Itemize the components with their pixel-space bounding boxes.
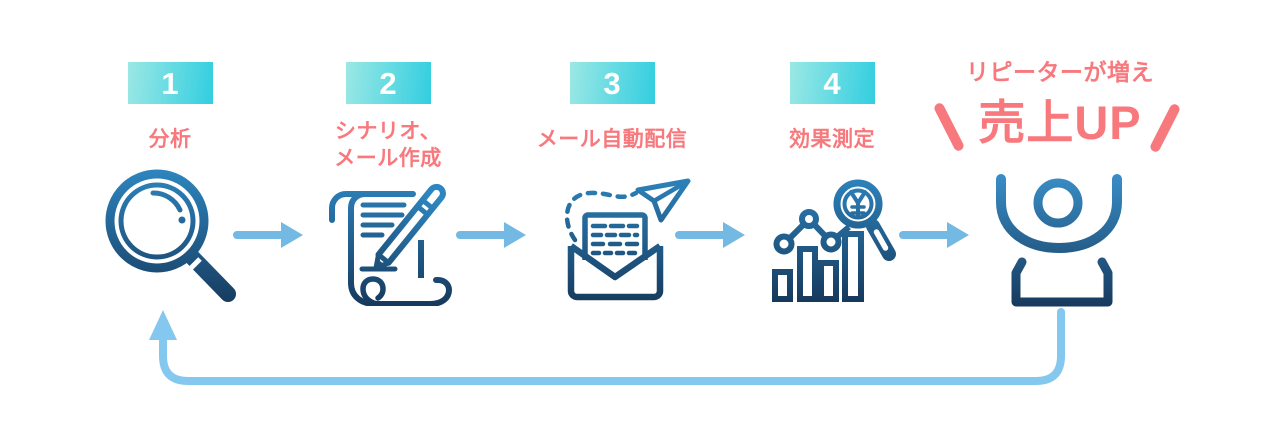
flow-arrow-icon	[233, 222, 303, 248]
magnifier-icon	[105, 169, 236, 302]
step-2-label: シナリオ、 メール作成	[334, 120, 442, 170]
step-2: 2 シナリオ、 メール作成	[278, 62, 498, 172]
chart-measure-icon	[772, 179, 896, 302]
flow-arrow-icon	[456, 222, 526, 248]
flow-arrow-icon	[899, 222, 969, 248]
step-1-label: 分析	[148, 128, 192, 151]
step-2-number-badge: 2	[345, 62, 431, 104]
step-4-label: 効果測定	[789, 128, 875, 151]
step-3-number-badge: 3	[569, 62, 655, 104]
step-1: 1 分析	[60, 62, 280, 153]
result-headline: 売上UP	[978, 96, 1142, 149]
result-caption: リピーターが増え	[966, 59, 1154, 85]
step-1-number: 1	[161, 65, 179, 101]
flow-arrow-icon	[675, 222, 745, 248]
scroll-pencil-icon	[329, 183, 453, 306]
step-2-number: 2	[379, 65, 397, 101]
step-4-number: 4	[823, 65, 841, 101]
cheering-person-icon	[996, 174, 1122, 307]
step-3-label: メール自動配信	[536, 128, 688, 151]
step-4-number-badge: 4	[789, 62, 875, 104]
step-3: 3 メール自動配信	[502, 62, 722, 153]
step-1-number-badge: 1	[127, 62, 213, 104]
step-3-number: 3	[603, 65, 621, 101]
step-4: 4 効果測定	[722, 62, 942, 153]
mail-delivery-icon	[564, 178, 691, 301]
